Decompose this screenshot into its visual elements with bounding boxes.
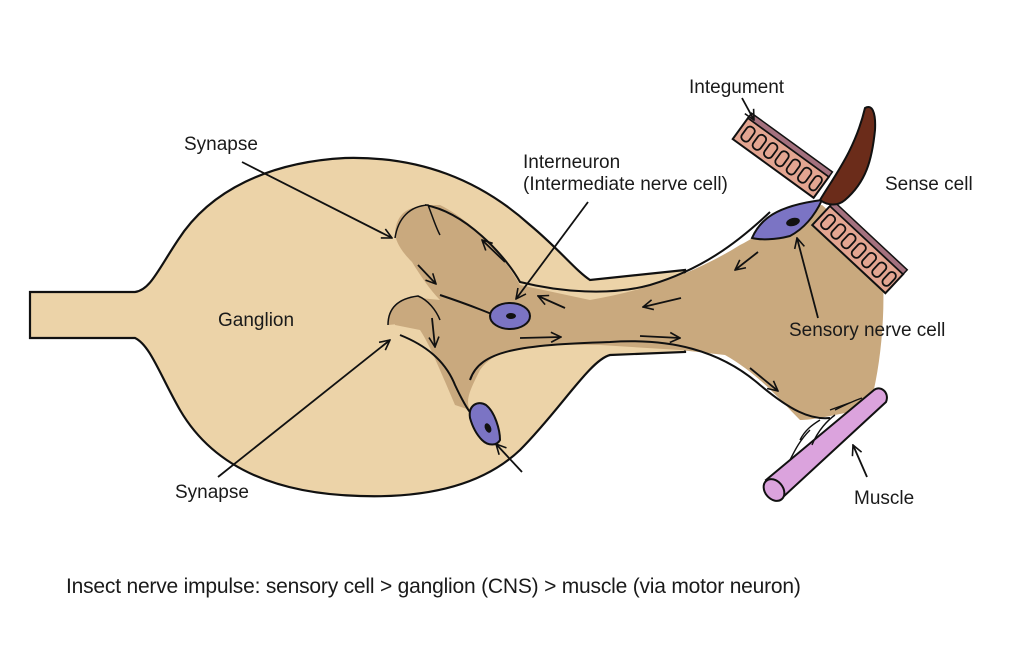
pointer-sensory-nerve-cell xyxy=(797,238,819,319)
label-synapse-top: Synapse xyxy=(184,134,258,155)
label-interneuron: Interneuron xyxy=(523,152,621,173)
label-sense-cell: Sense cell xyxy=(885,174,973,195)
label-ganglion: Ganglion xyxy=(218,310,295,331)
motor-neuron-cell-body xyxy=(468,402,502,446)
label-integument: Integument xyxy=(689,77,785,98)
nerve-outline-lower-branch xyxy=(399,334,471,413)
muscle xyxy=(762,387,888,502)
sense-hair xyxy=(818,106,877,206)
impulse-arrows xyxy=(417,240,778,391)
label-interneuron-subtitle: (Intermediate nerve cell) xyxy=(523,174,728,195)
nerve-outline-lower xyxy=(469,340,831,420)
ganglion-body xyxy=(28,156,687,498)
label-sensory-nerve-cell: Sensory nerve cell xyxy=(789,320,946,341)
interneuron-cell-body xyxy=(489,302,531,330)
label-synapse-bottom: Synapse xyxy=(175,482,249,503)
pointer-muscle xyxy=(853,445,868,478)
label-muscle: Muscle xyxy=(854,488,915,509)
synapse-tip-lower xyxy=(387,295,441,326)
integument xyxy=(731,112,909,295)
pointer-integument xyxy=(741,97,754,120)
diagram-caption: Insect nerve impulse: sensory cell > gan… xyxy=(66,575,801,598)
label-pointers xyxy=(217,97,868,478)
pointer-synapse-bottom xyxy=(217,340,390,478)
connective-nerve xyxy=(395,205,884,420)
pointer-interneuron xyxy=(516,201,589,299)
nerve-outline-upper xyxy=(424,204,771,293)
synapse-tip-upper xyxy=(394,204,441,239)
pointer-synapse-top xyxy=(241,161,392,238)
pointer-motor-neuron xyxy=(496,444,523,473)
sensory-nerve-cell-body xyxy=(750,198,824,241)
